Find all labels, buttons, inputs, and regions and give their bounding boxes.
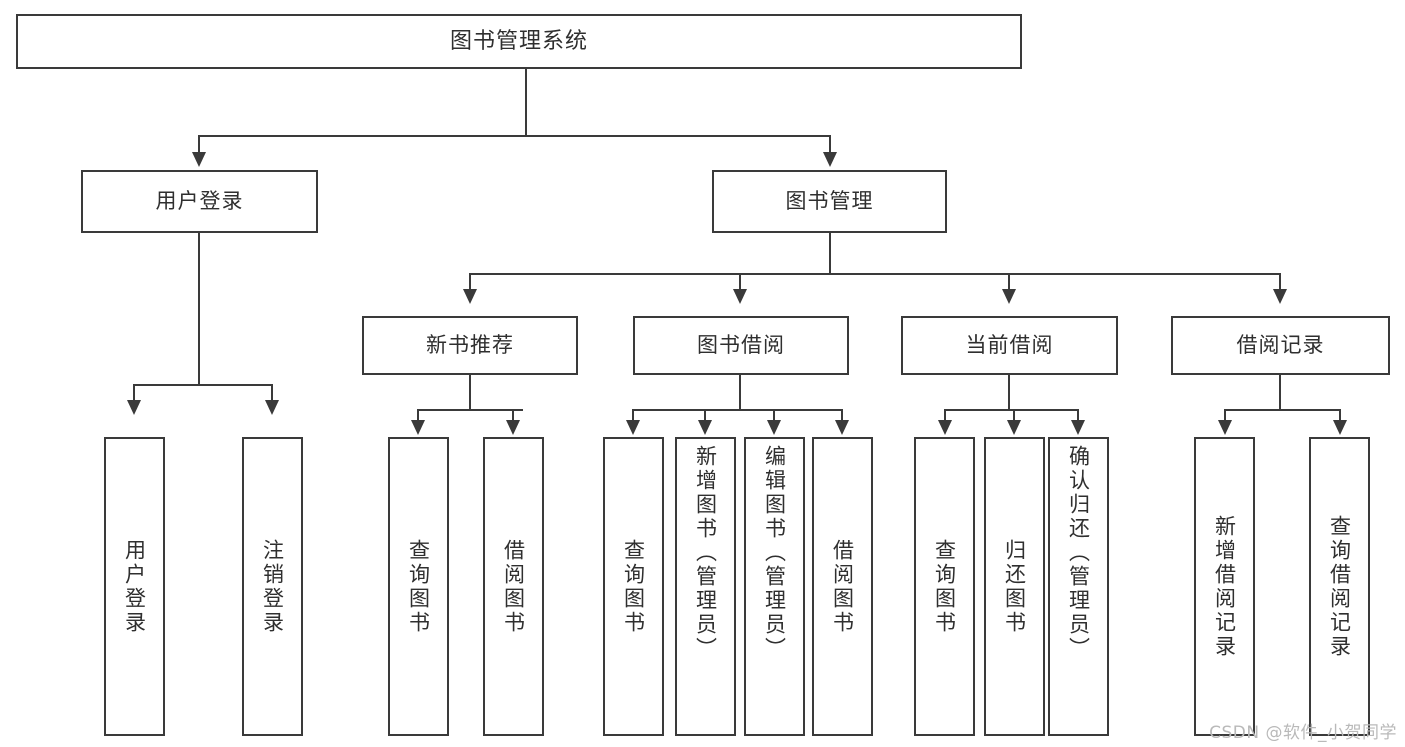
- node-new-book-recommend[interactable]: 新书推荐: [362, 316, 578, 375]
- connector-borrow-record-stem: [1279, 375, 1281, 410]
- connector-user-login-bus: [133, 384, 273, 386]
- connector-bb-child-1: [632, 409, 634, 422]
- connector-book-management-bus: [469, 273, 1281, 275]
- node-label: 当前借阅: [965, 333, 1054, 358]
- connector-bb-child-2: [704, 409, 706, 422]
- connector-cb-child-1: [944, 409, 946, 422]
- arrow-leaf-nbr-borrow-book: [506, 420, 520, 435]
- connector-to-current-borrow: [1008, 273, 1010, 291]
- leaf-label: 查询图书: [932, 538, 957, 635]
- connector-to-new-book-recommend: [469, 273, 471, 291]
- connector-bb-child-4: [841, 409, 843, 422]
- node-label: 图书借阅: [697, 333, 785, 358]
- connector-book-borrow-stem: [739, 375, 741, 410]
- node-root-book-management-system[interactable]: 图书管理系统: [16, 14, 1022, 69]
- connector-bb-child-3: [773, 409, 775, 422]
- leaf-logout[interactable]: 注销登录: [242, 437, 303, 736]
- node-label: 图书管理: [785, 189, 874, 214]
- leaf-label: 用户登录: [122, 538, 147, 635]
- connector-current-borrow-bus: [944, 409, 1079, 411]
- node-book-management[interactable]: 图书管理: [712, 170, 947, 233]
- connector-to-book-management: [829, 135, 831, 155]
- connector-current-borrow-stem: [1008, 375, 1010, 410]
- csdn-watermark: CSDN @软件_小贺同学: [1209, 723, 1397, 743]
- leaf-label: 确认归还（管理员）: [1066, 445, 1091, 661]
- connector-cb-child-3: [1077, 409, 1079, 422]
- arrow-leaf-br-add-record: [1218, 420, 1232, 435]
- leaf-label: 借阅图书: [830, 538, 855, 635]
- arrow-leaf-bb-borrow-book: [835, 420, 849, 435]
- arrow-to-current-borrow: [1002, 289, 1016, 304]
- connector-br-child-1: [1224, 409, 1226, 422]
- node-current-borrow[interactable]: 当前借阅: [901, 316, 1118, 375]
- arrow-to-borrow-record: [1273, 289, 1287, 304]
- arrow-leaf-cb-query-book: [938, 420, 952, 435]
- connector-nbr-child-2: [512, 409, 514, 422]
- arrow-to-book-borrow: [733, 289, 747, 304]
- leaf-label: 借阅图书: [501, 538, 526, 635]
- arrow-leaf-user-login: [127, 400, 141, 415]
- connector-to-borrow-record: [1279, 273, 1281, 291]
- leaf-cb-return-book[interactable]: 归还图书: [984, 437, 1045, 736]
- leaf-label: 查询图书: [406, 538, 431, 635]
- connector-user-login-child-1: [133, 384, 135, 402]
- connector-borrow-record-bus: [1224, 409, 1341, 411]
- arrow-leaf-nbr-query-book: [411, 420, 425, 435]
- arrow-leaf-bb-add-book: [698, 420, 712, 435]
- arrow-to-user-login: [192, 152, 206, 167]
- node-borrow-record[interactable]: 借阅记录: [1171, 316, 1390, 375]
- leaf-bb-query-book[interactable]: 查询图书: [603, 437, 664, 736]
- node-label: 借阅记录: [1236, 333, 1325, 358]
- leaf-br-query-record[interactable]: 查询借阅记录: [1309, 437, 1370, 736]
- node-book-borrow[interactable]: 图书借阅: [633, 316, 849, 375]
- node-label: 图书管理系统: [449, 28, 588, 54]
- leaf-label: 查询图书: [621, 538, 646, 635]
- arrow-leaf-bb-query-book: [626, 420, 640, 435]
- node-user-login[interactable]: 用户登录: [81, 170, 318, 233]
- node-label: 新书推荐: [426, 333, 514, 358]
- arrow-leaf-logout: [265, 400, 279, 415]
- leaf-label: 新增借阅记录: [1212, 514, 1237, 659]
- connector-user-login-child-2: [271, 384, 273, 402]
- connector-root-bus: [198, 135, 831, 137]
- leaf-label: 注销登录: [260, 538, 285, 635]
- leaf-bb-borrow-book[interactable]: 借阅图书: [812, 437, 873, 736]
- arrow-leaf-cb-return-book: [1007, 420, 1021, 435]
- leaf-nbr-query-book[interactable]: 查询图书: [388, 437, 449, 736]
- connector-root-stem: [525, 69, 527, 136]
- leaf-user-login[interactable]: 用户登录: [104, 437, 165, 736]
- leaf-cb-confirm-return[interactable]: 确认归还（管理员）: [1048, 437, 1109, 736]
- connector-br-child-2: [1339, 409, 1341, 422]
- leaf-br-add-record[interactable]: 新增借阅记录: [1194, 437, 1255, 736]
- leaf-bb-add-book[interactable]: 新增图书（管理员）: [675, 437, 736, 736]
- leaf-label: 查询借阅记录: [1327, 514, 1352, 659]
- leaf-cb-query-book[interactable]: 查询图书: [914, 437, 975, 736]
- leaf-label: 归还图书: [1002, 538, 1027, 635]
- arrow-leaf-br-query-record: [1333, 420, 1347, 435]
- leaf-nbr-borrow-book[interactable]: 借阅图书: [483, 437, 544, 736]
- connector-book-borrow-bus: [632, 409, 842, 411]
- connector-to-book-borrow: [739, 273, 741, 291]
- arrow-leaf-cb-confirm-return: [1071, 420, 1085, 435]
- leaf-label: 新增图书（管理员）: [693, 445, 718, 661]
- connector-new-book-recommend-bus: [417, 409, 523, 411]
- connector-user-login-stem: [198, 233, 200, 385]
- connector-to-user-login: [198, 135, 200, 155]
- connector-cb-child-2: [1013, 409, 1015, 422]
- connector-new-book-recommend-stem: [469, 375, 471, 410]
- leaf-bb-edit-book[interactable]: 编辑图书（管理员）: [744, 437, 805, 736]
- arrow-to-new-book-recommend: [463, 289, 477, 304]
- leaf-label: 编辑图书（管理员）: [762, 445, 787, 661]
- node-label: 用户登录: [155, 189, 244, 214]
- connector-nbr-child-1: [417, 409, 419, 422]
- arrow-leaf-bb-edit-book: [767, 420, 781, 435]
- arrow-to-book-management: [823, 152, 837, 167]
- connector-book-management-stem: [829, 233, 831, 274]
